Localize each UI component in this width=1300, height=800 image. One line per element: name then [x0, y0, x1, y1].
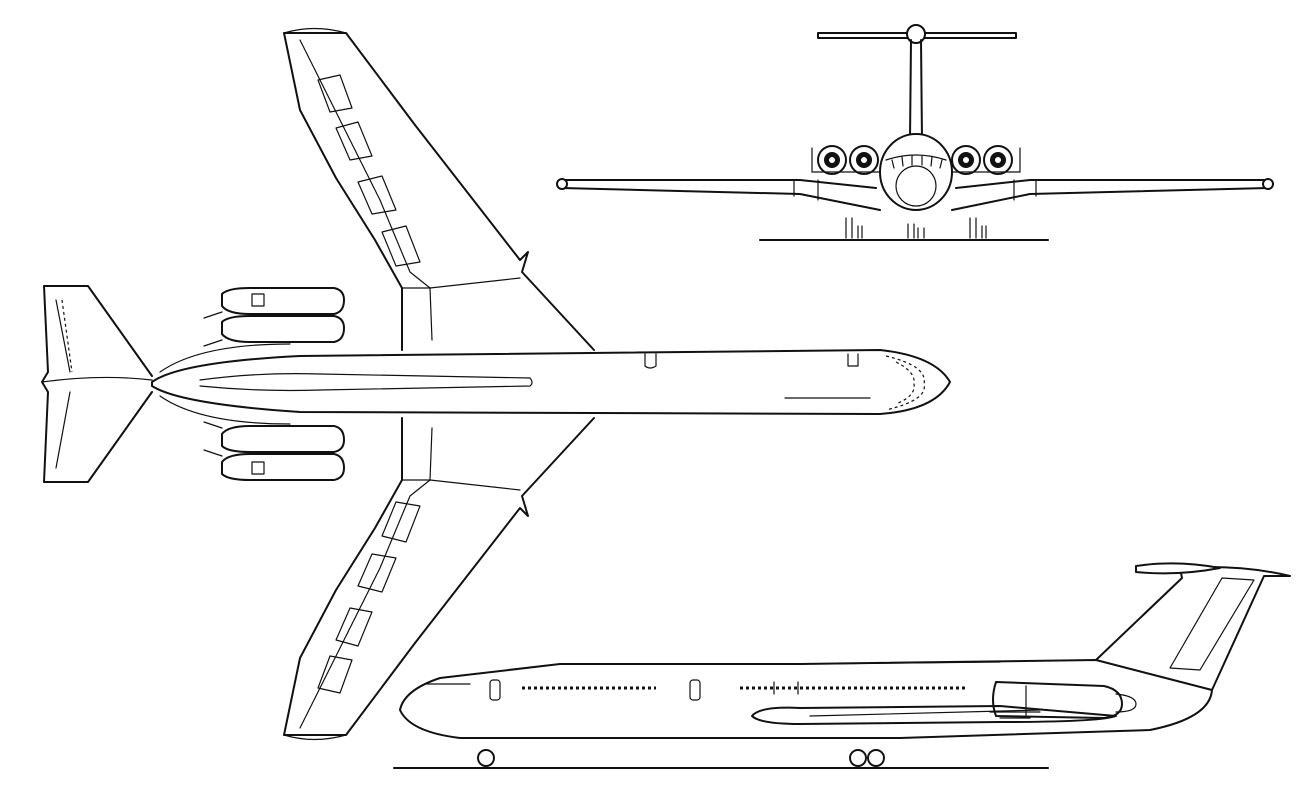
fuselage-plan [151, 349, 951, 415]
landing-gear-side [393, 749, 1049, 769]
cabin-windows [522, 681, 968, 695]
fuselage-front [879, 133, 953, 211]
wing-front [556, 178, 1274, 211]
tailplane-front [817, 24, 1017, 141]
tail-plan [41, 285, 153, 483]
upper-engine-pair [159, 287, 345, 373]
lower-engine-pair [159, 395, 345, 481]
landing-gear-front [759, 217, 1049, 241]
front-view [556, 24, 1274, 241]
engine-intakes-front [811, 145, 1021, 175]
side-view [393, 562, 1291, 769]
lower-wing [283, 417, 595, 741]
fin-side [1095, 562, 1291, 691]
wing-side [751, 705, 1117, 725]
plan-view [41, 27, 951, 741]
upper-wing [283, 27, 595, 351]
